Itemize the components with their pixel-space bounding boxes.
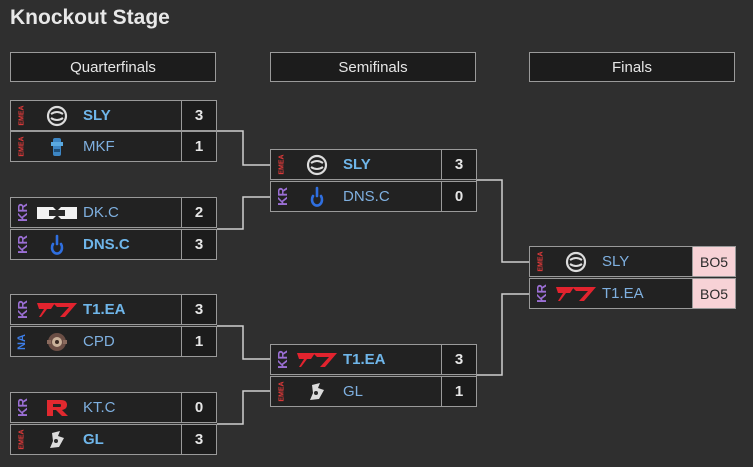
- team-score: 1: [441, 377, 476, 406]
- team-name: MKF: [83, 138, 115, 155]
- round-header-semifinals: Semifinals: [270, 52, 476, 82]
- connector-qf1-sf1: [217, 130, 271, 166]
- dns-logo-icon: [295, 184, 339, 209]
- region-tag: KR: [11, 295, 33, 324]
- team-score: 3: [181, 425, 216, 454]
- team-score: 0: [181, 393, 216, 422]
- team-score: 2: [181, 198, 216, 227]
- series-format-badge: BO5: [692, 279, 735, 308]
- page-title: Knockout Stage: [10, 6, 170, 29]
- semifinal-team-row[interactable]: EMEA GL 1: [270, 376, 477, 407]
- team-score: 3: [181, 295, 216, 324]
- team-name: SLY: [343, 156, 371, 173]
- region-tag: EMEA: [11, 132, 33, 161]
- region-tag: KR: [530, 279, 552, 308]
- quarterfinal-team-row[interactable]: EMEA MKF 1: [10, 131, 217, 162]
- region-label: KR: [14, 203, 30, 222]
- region-label: KR: [14, 300, 30, 319]
- team-name: CPD: [83, 333, 115, 350]
- quarterfinal-team-row[interactable]: NA CPD 1: [10, 326, 217, 357]
- quarterfinal-team-row[interactable]: EMEA SLY 3: [10, 100, 217, 131]
- semifinal-team-row[interactable]: EMEA SLY 3: [270, 149, 477, 180]
- team-name: T1.EA: [83, 301, 126, 318]
- round-header-finals: Finals: [529, 52, 735, 82]
- t1-logo-icon: [554, 281, 598, 306]
- gl-logo-icon: [35, 427, 79, 452]
- team-name: GL: [83, 431, 104, 448]
- team-name: DK.C: [83, 204, 119, 221]
- region-label: EMEA: [18, 429, 26, 450]
- connector-qf4-sf2: [217, 390, 271, 425]
- region-label: KR: [14, 235, 30, 254]
- region-tag: EMEA: [530, 247, 552, 276]
- dns-logo-icon: [35, 232, 79, 257]
- region-label: EMEA: [537, 251, 545, 272]
- team-score: 0: [441, 182, 476, 211]
- team-name: KT.C: [83, 399, 116, 416]
- team-score: 3: [181, 230, 216, 259]
- region-tag: EMEA: [11, 425, 33, 454]
- region-label: EMEA: [18, 136, 26, 157]
- quarterfinal-team-row[interactable]: KR T1.EA 3: [10, 294, 217, 325]
- cpd-logo-icon: [35, 329, 79, 354]
- team-score: 3: [441, 150, 476, 179]
- team-name: T1.EA: [343, 351, 386, 368]
- region-label: NA: [15, 333, 28, 350]
- series-format-badge: BO5: [692, 247, 735, 276]
- team-name: SLY: [602, 253, 630, 270]
- region-label: EMEA: [18, 105, 26, 126]
- t1-logo-icon: [295, 347, 339, 372]
- team-score: 3: [181, 101, 216, 130]
- connector-qf3-sf2: [217, 325, 271, 360]
- region-label: KR: [14, 398, 30, 417]
- region-tag: EMEA: [271, 150, 293, 179]
- region-tag: EMEA: [11, 101, 33, 130]
- region-tag: KR: [271, 345, 293, 374]
- region-label: KR: [274, 187, 290, 206]
- sly-logo-icon: [295, 152, 339, 177]
- connector-sf1-final: [476, 179, 530, 263]
- quarterfinal-team-row[interactable]: KR DK.C 2: [10, 197, 217, 228]
- team-name: T1.EA: [602, 285, 644, 302]
- gl-logo-icon: [295, 379, 339, 404]
- region-tag: KR: [11, 230, 33, 259]
- team-score: 1: [181, 132, 216, 161]
- team-name: SLY: [83, 107, 111, 124]
- round-header-quarterfinals: Quarterfinals: [10, 52, 216, 82]
- region-tag: KR: [11, 393, 33, 422]
- region-label: EMEA: [278, 381, 286, 402]
- quarterfinal-team-row[interactable]: KR KT.C 0: [10, 392, 217, 423]
- dk-logo-icon: [35, 200, 79, 225]
- connector-sf2-final: [476, 293, 530, 376]
- team-score: 3: [441, 345, 476, 374]
- semifinal-team-row[interactable]: KR DNS.C 0: [270, 181, 477, 212]
- team-name: GL: [343, 383, 364, 400]
- region-label: KR: [274, 350, 290, 369]
- region-label: EMEA: [278, 154, 286, 175]
- kt-logo-icon: [35, 395, 79, 420]
- quarterfinal-team-row[interactable]: KR DNS.C 3: [10, 229, 217, 260]
- region-tag: EMEA: [271, 377, 293, 406]
- mkf-logo-icon: [35, 134, 79, 159]
- region-tag: KR: [271, 182, 293, 211]
- final-team-row[interactable]: EMEA SLY BO5: [529, 246, 736, 277]
- connector-qf2-sf1: [217, 196, 271, 230]
- sly-logo-icon: [554, 249, 598, 274]
- quarterfinal-team-row[interactable]: EMEA GL 3: [10, 424, 217, 455]
- team-name: DNS.C: [343, 188, 390, 205]
- t1-logo-icon: [35, 297, 79, 322]
- region-tag: KR: [11, 198, 33, 227]
- sly-logo-icon: [35, 103, 79, 128]
- final-team-row[interactable]: KR T1.EA BO5: [529, 278, 736, 309]
- semifinal-team-row[interactable]: KR T1.EA 3: [270, 344, 477, 375]
- team-score: 1: [181, 327, 216, 356]
- region-tag: NA: [11, 327, 33, 356]
- region-label: KR: [533, 284, 549, 303]
- team-name: DNS.C: [83, 236, 130, 253]
